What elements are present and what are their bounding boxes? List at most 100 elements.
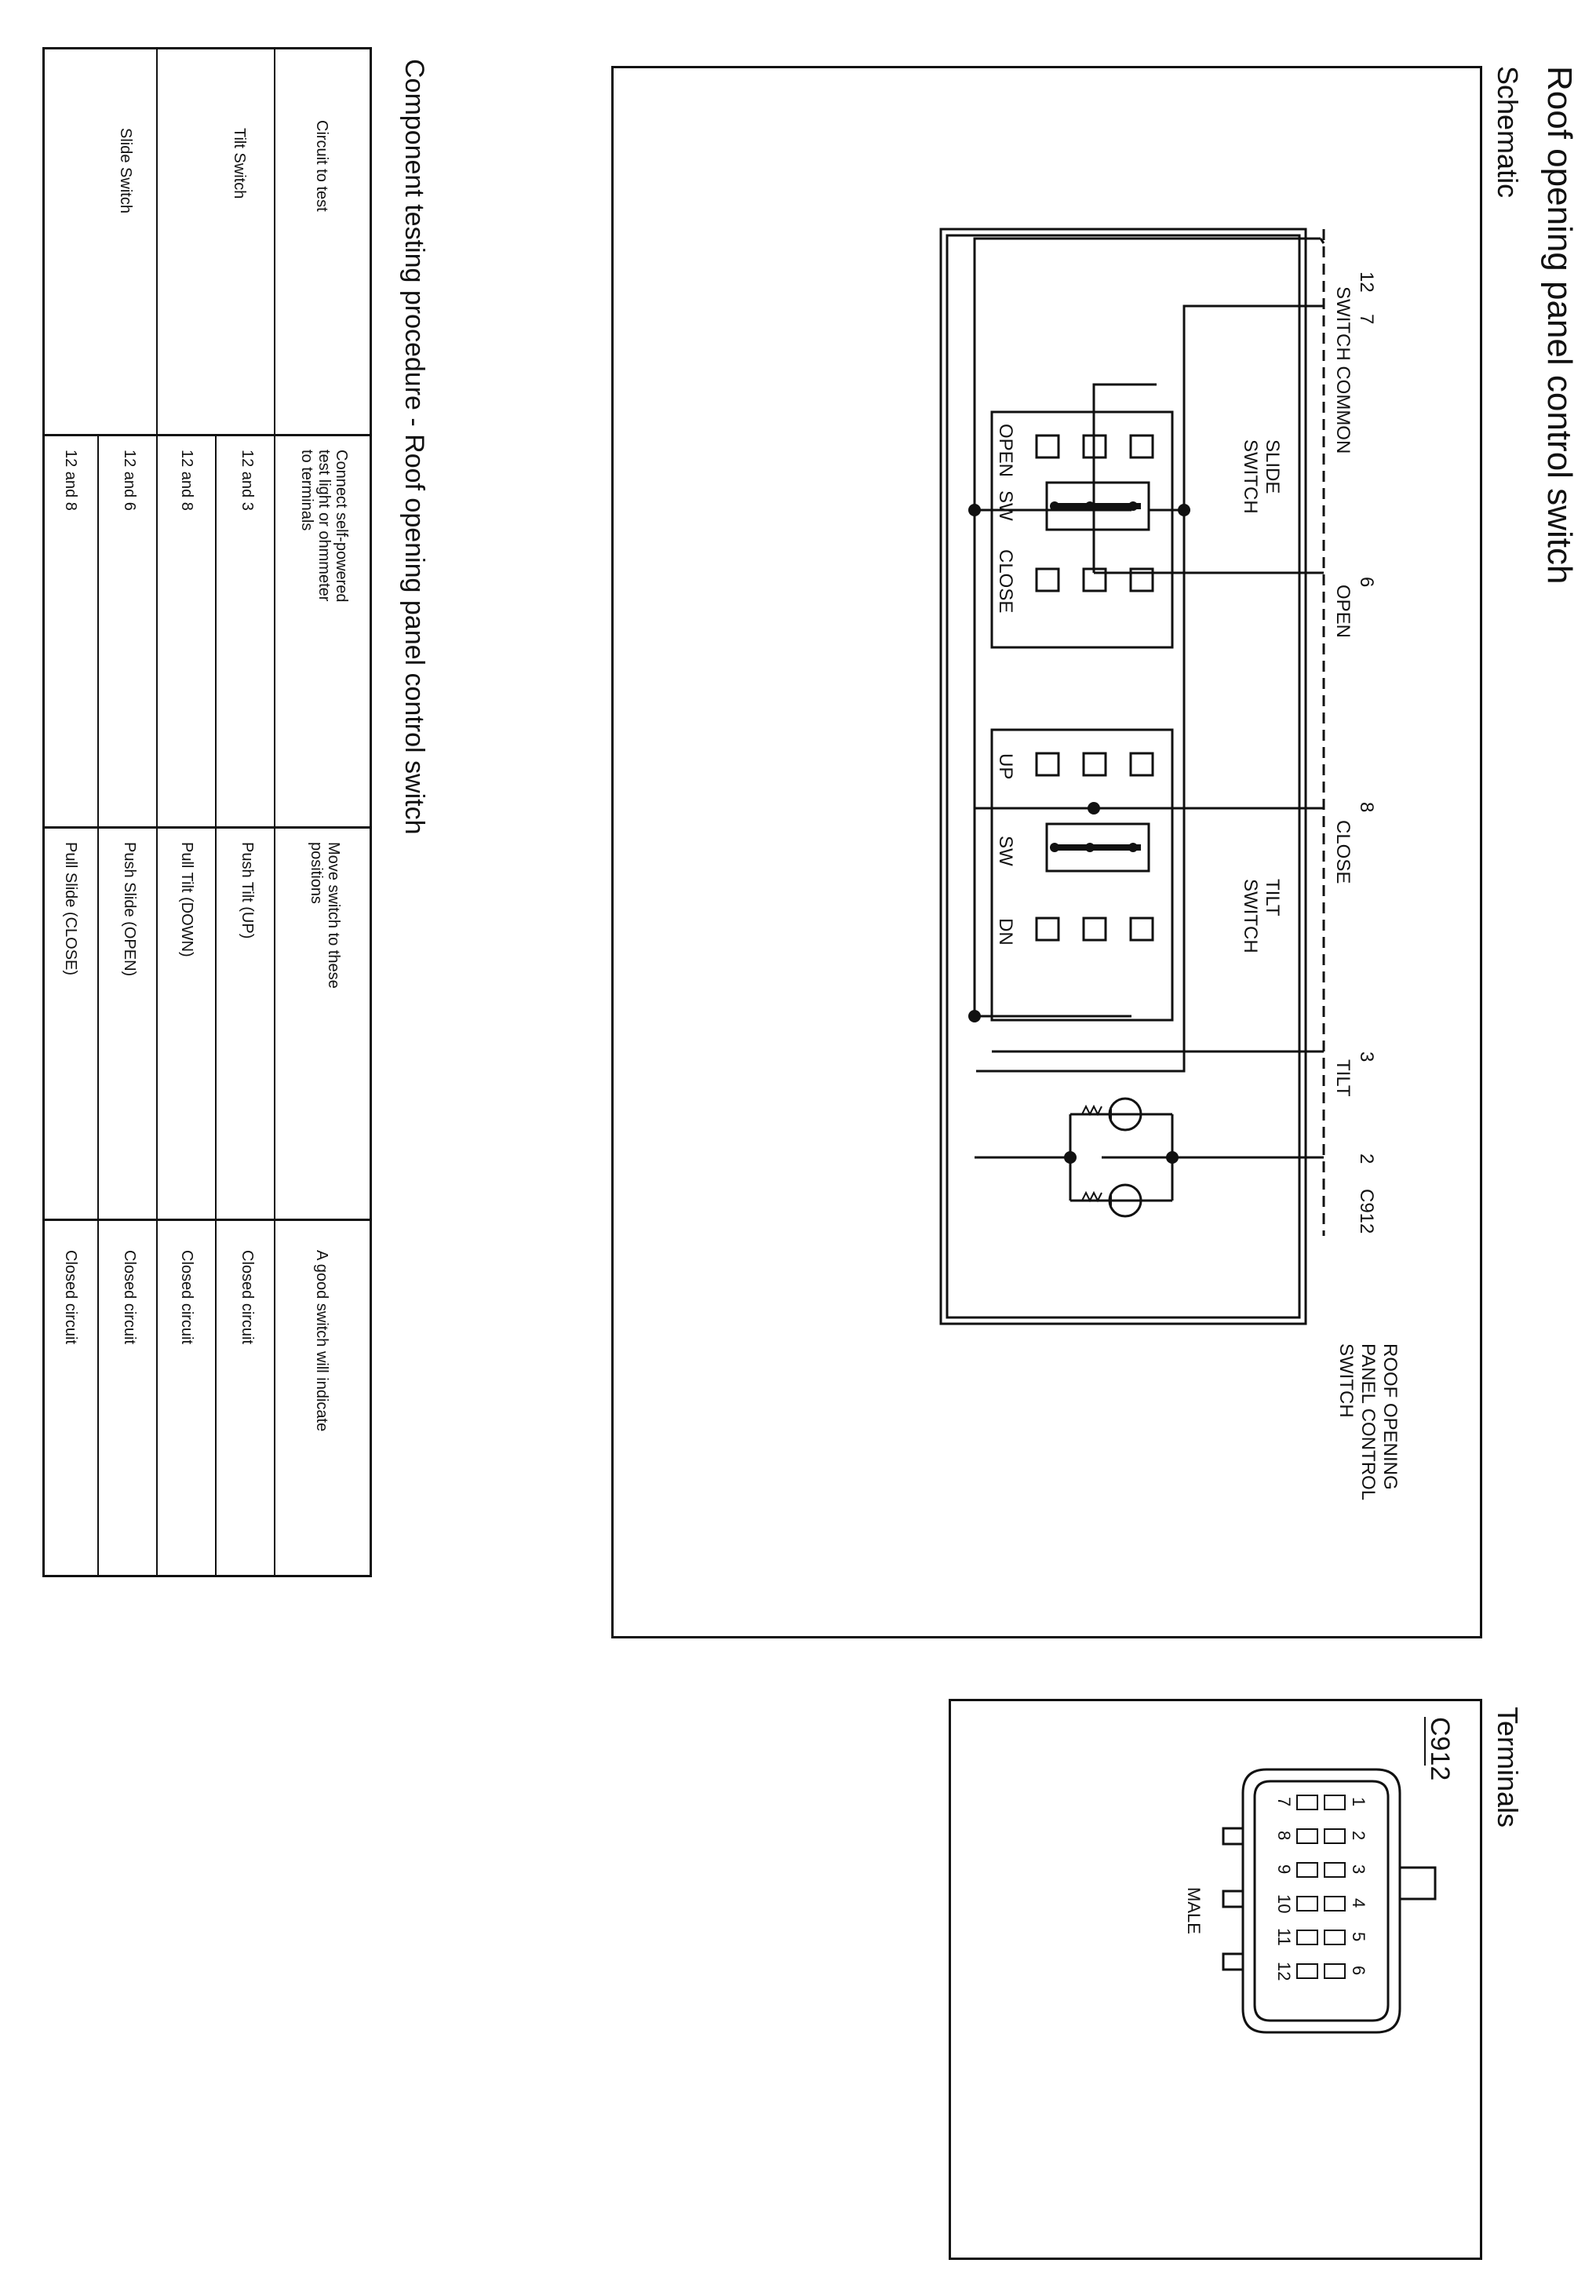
schematic-heading: Schematic [1492,66,1524,199]
header-positions-2: positions [308,842,325,904]
tilt-contact-dn-3 [1035,917,1060,942]
slide-switch-name-2: SWITCH [1240,439,1261,514]
terminals-connector-label: C912 [1425,1717,1455,1780]
connector-body-outer [1241,1768,1401,2034]
pin-7-label: 7 [1356,314,1377,324]
schematic-frame: 12 7 6 8 3 2 C912 SWITCH COMMON OPEN CLO… [611,66,1482,1638]
header-terminals-2: test light or ohmmeter [315,450,333,602]
slide-contact-open-2 [1082,434,1107,459]
row3-position: Push Slide (OPEN) [121,842,138,977]
close-wire-label: CLOSE [1332,820,1354,884]
component-label-2: PANEL CONTROL [1357,1343,1379,1500]
terminal-row-top: 1 2 3 4 5 6 [1349,1797,1368,1975]
tilt-contact-up-2 [1082,752,1107,777]
connector-c912-label: C912 [1356,1189,1377,1234]
header-result: A good switch will indicate [313,1250,330,1432]
terminals-gender-label: MALE [1184,1887,1204,1934]
switch-common-label: SWITCH COMMON [1332,286,1354,454]
pin-3-label: 3 [1356,1051,1377,1062]
slide-switch-box [990,410,1174,649]
connector-key-right [1222,1952,1243,1971]
slide-contact-close-1 [1129,567,1154,592]
terminals-heading: Terminals [1492,1707,1524,1828]
tilt-switch-name-1: TILT [1262,879,1283,917]
terminal-4: 4 [1349,1898,1368,1908]
tilt-switch-name-2: SWITCH [1240,879,1261,953]
terminal-10: 10 [1274,1894,1294,1913]
connector-body-inner [1253,1780,1390,2022]
tilt-pos-up: UP [995,753,1016,779]
slide-contact-open-1 [1129,434,1154,459]
row3-terminals: 12 and 6 [121,450,138,511]
pin-6-label: 6 [1356,577,1377,587]
row4-position: Pull Slide (CLOSE) [62,842,79,976]
page-title: Roof opening panel control switch [1540,66,1579,585]
tilt-contact-dn-2 [1082,917,1107,942]
component-outline-outer [939,228,1307,1325]
row2-position: Pull Tilt (DOWN) [178,842,195,957]
tilt-pos-sw: SW [995,836,1016,866]
row3-circuit: Slide Switch [117,128,134,213]
terminal-8: 8 [1274,1831,1294,1840]
resistor-2-icon [1081,1190,1102,1203]
tilt-contact-up-3 [1035,752,1060,777]
slide-switch-name-1: SLIDE [1262,439,1283,494]
terminal-11: 11 [1274,1928,1294,1946]
component-label-3: SWITCH [1335,1343,1357,1418]
testing-table-title: Component testing procedure - Roof openi… [399,59,429,835]
schematic-diagram: 12 7 6 8 3 2 C912 SWITCH COMMON OPEN CLO… [939,228,1401,1500]
junction-dots [968,501,1190,1164]
terminal-6: 6 [1349,1966,1368,1975]
header-terminals-1: Connect self-powered [333,450,350,603]
slide-wiper [1045,481,1150,531]
pin-8-label: 8 [1356,802,1377,812]
tilt-wire-label: TILT [1332,1059,1354,1097]
testing-table: Circuit to test Connect self-powered tes… [42,47,372,1577]
terminal-3: 3 [1349,1864,1368,1874]
row4-terminals: 12 and 8 [62,450,79,511]
row2-result: Closed circuit [178,1250,195,1345]
terminal-2: 2 [1349,1831,1368,1840]
header-terminals-3: to terminals [298,450,315,531]
terminals-diagram: C912 1 2 3 4 5 6 7 8 9 1 [1184,1717,1455,2034]
header-circuit: Circuit to test [313,120,330,212]
tilt-contact-dn-1 [1129,917,1154,942]
tilt-wiper [1045,822,1150,873]
terminal-7: 7 [1274,1797,1294,1806]
component-label-1: ROOF OPENING [1379,1343,1401,1490]
terminal-pins [1296,1795,1346,1979]
slide-pos-close: CLOSE [995,549,1016,613]
connector-latch-icon [1400,1866,1437,1901]
slide-contact-close-2 [1082,567,1107,592]
row1-circuit: Tilt Switch [231,128,248,199]
pin-12-label: 12 [1356,272,1377,293]
slide-pos-sw: SW [995,490,1016,521]
pin-2-label: 2 [1356,1153,1377,1164]
terminal-1: 1 [1349,1797,1368,1806]
row4-result: Closed circuit [62,1250,79,1345]
wire-pin7 [976,304,1324,1073]
row3-result: Closed circuit [121,1250,138,1345]
slide-contact-open-3 [1035,434,1060,459]
terminal-9: 9 [1274,1864,1294,1874]
slide-contact-close-3 [1035,567,1060,592]
terminal-5: 5 [1349,1932,1368,1941]
header-positions-1: Move switch to these [325,842,342,989]
wire-open [1092,383,1157,573]
connector-key-mid [1222,1890,1243,1908]
tilt-pos-dn: DN [995,918,1016,946]
row1-result: Closed circuit [239,1250,256,1345]
wire-switch-common-stub [1319,238,1325,244]
row2-terminals: 12 and 8 [178,450,195,511]
terminals-frame: C912 1 2 3 4 5 6 7 8 9 1 [949,1699,1482,2260]
wire-switch-common [973,237,1321,510]
slide-pos-open: OPEN [995,424,1016,477]
open-wire-label: OPEN [1332,585,1354,638]
row1-terminals: 12 and 3 [239,450,256,511]
row1-position: Push Tilt (UP) [239,842,256,939]
resistor-1-icon [1081,1104,1102,1117]
connector-key-left [1222,1827,1243,1846]
terminal-row-bottom: 7 8 9 10 11 12 [1274,1797,1294,1981]
tilt-switch-box [990,728,1174,1022]
